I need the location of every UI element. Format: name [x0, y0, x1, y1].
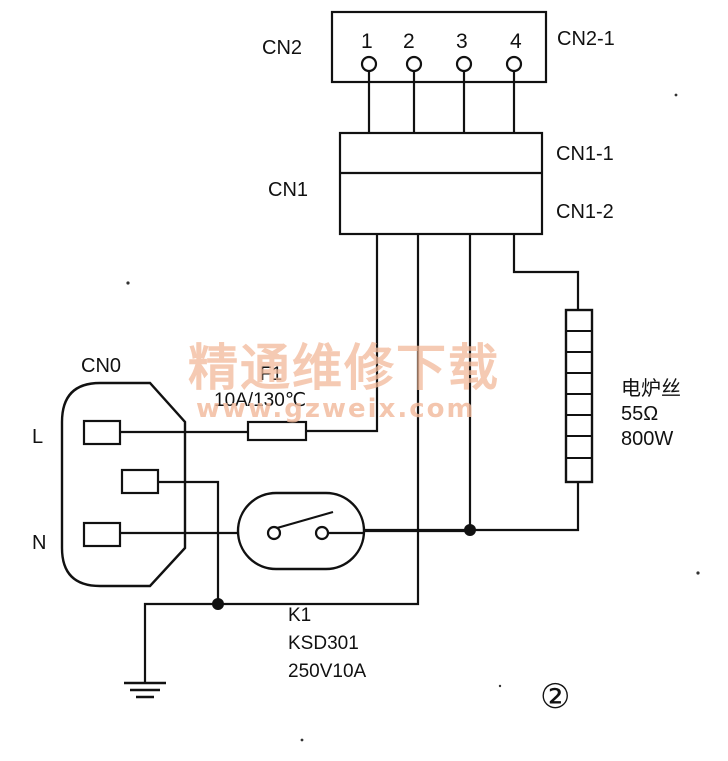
wire-to-earth [143, 602, 218, 683]
wire-heater-bottom [356, 482, 580, 532]
neutral-label: N [32, 532, 46, 554]
scan-specks [126, 93, 700, 742]
heater-resistance: 55Ω [621, 403, 658, 425]
heater-power: 800W [621, 428, 673, 450]
watermark-chinese: 精通维修下载 [188, 339, 500, 397]
heater-element [564, 308, 594, 484]
thermostat-k1-body [236, 491, 366, 571]
cn0-label: CN0 [81, 355, 121, 377]
fuse-rating: 10A/130℃ [214, 390, 306, 411]
earth-ground-symbol [124, 681, 166, 699]
cn2-pin-1-label: 1 [361, 30, 373, 53]
cn0-n-pin [82, 521, 122, 548]
cn1-2-label: CN1-2 [556, 201, 614, 223]
cn2-label: CN2 [262, 37, 302, 59]
fuse-name: F1 [260, 364, 282, 385]
switch-rating: 250V10A [288, 661, 367, 682]
cn2-pin-4-label: 4 [510, 30, 522, 53]
switch-name: K1 [288, 605, 311, 626]
wire-ground-pin [158, 480, 220, 604]
cn2-pin-1-terminal [360, 55, 378, 73]
cn2-pin-4-terminal [505, 55, 523, 73]
cn2-pin-2-terminal [405, 55, 423, 73]
cn1-label: CN1 [268, 179, 308, 201]
thermostat-contact-right [314, 525, 330, 541]
cn2-1-label: CN2-1 [557, 28, 615, 50]
cn2-pin-3-terminal [455, 55, 473, 73]
cn2-pin-2-label: 2 [403, 30, 415, 53]
cn2-pin-3-label: 3 [456, 30, 468, 53]
thermostat-switch-blade [276, 510, 334, 530]
cn0-l-pin [82, 419, 122, 446]
figure-number: ② [540, 677, 570, 717]
wire-cn1-ground-loop [218, 234, 420, 606]
cn1-box [338, 131, 544, 236]
cn2-box [330, 10, 548, 84]
line-label: L [32, 426, 43, 448]
cn0-ground-pin [120, 468, 160, 495]
fuse-f1 [246, 420, 308, 442]
wire-cn1-fuse [306, 234, 379, 433]
heater-coil-segments [566, 330, 592, 459]
cn0-socket-outline [60, 381, 187, 588]
wire-cn1-heater-top [512, 234, 580, 310]
cn1-1-label: CN1-1 [556, 143, 614, 165]
heater-name: 电炉丝 [621, 377, 681, 400]
thermostat-contact-left [266, 525, 282, 541]
watermark-url: www.gzweix.com [196, 394, 476, 424]
switch-model: KSD301 [288, 633, 359, 654]
